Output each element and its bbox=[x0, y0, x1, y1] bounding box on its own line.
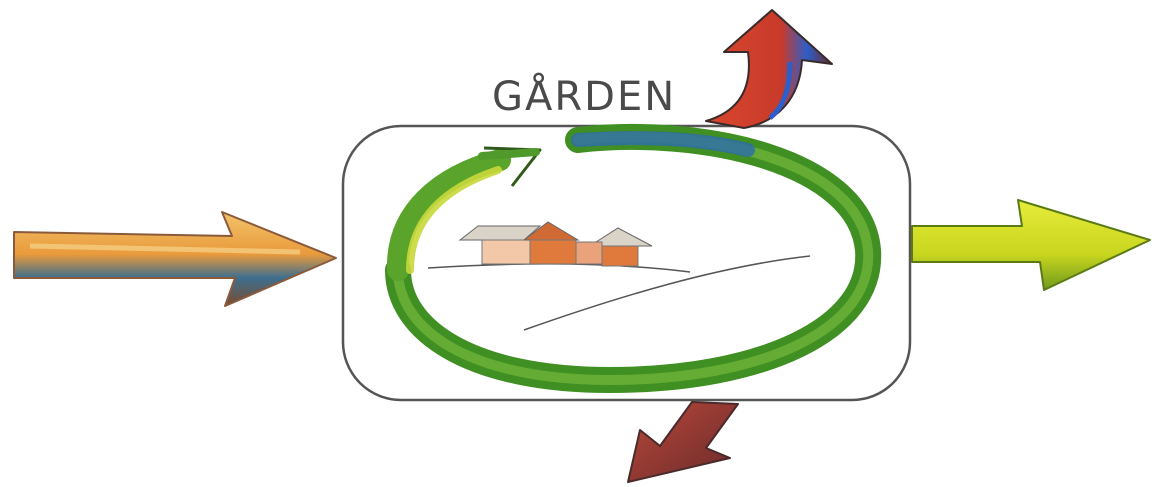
output-arrow-icon bbox=[912, 200, 1150, 290]
input-arrow-icon bbox=[14, 212, 336, 306]
emission-arrow-icon bbox=[706, 10, 832, 128]
farmhouse-icon bbox=[460, 222, 652, 266]
landscape bbox=[428, 256, 810, 330]
loss-arrow-icon bbox=[628, 402, 738, 482]
farm-title: GÅRDEN bbox=[492, 74, 676, 120]
